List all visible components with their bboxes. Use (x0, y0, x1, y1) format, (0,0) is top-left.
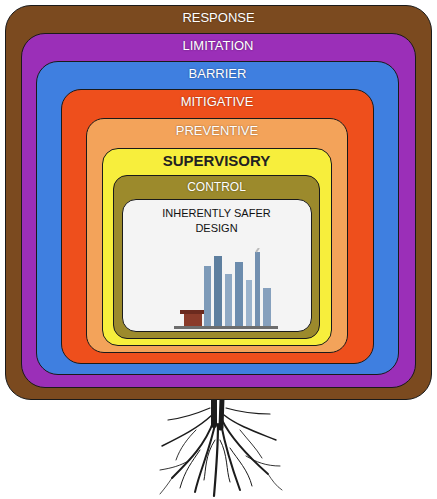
layer-label: BARRIER (37, 66, 398, 81)
layer-label: PREVENTIVE (87, 123, 347, 138)
layer-label: MITIGATIVE (62, 94, 373, 109)
layer-label: RESPONSE (6, 10, 431, 25)
plant-illustration (164, 248, 284, 330)
layer-label: SUPERVISORY (103, 153, 331, 168)
layer-label: CONTROL (114, 180, 319, 195)
layer-label: LIMITATION (22, 38, 415, 53)
layer-band: LIMITATION BARRIER MITIGATIVE PREVENTIVE SUP… (21, 33, 416, 388)
layer-label: INHERENTLY SAFER DESIGN (153, 206, 281, 236)
layer-band: RESPONSE LIMITATION BARRIER MITIGATIVE PREVE… (5, 5, 432, 400)
